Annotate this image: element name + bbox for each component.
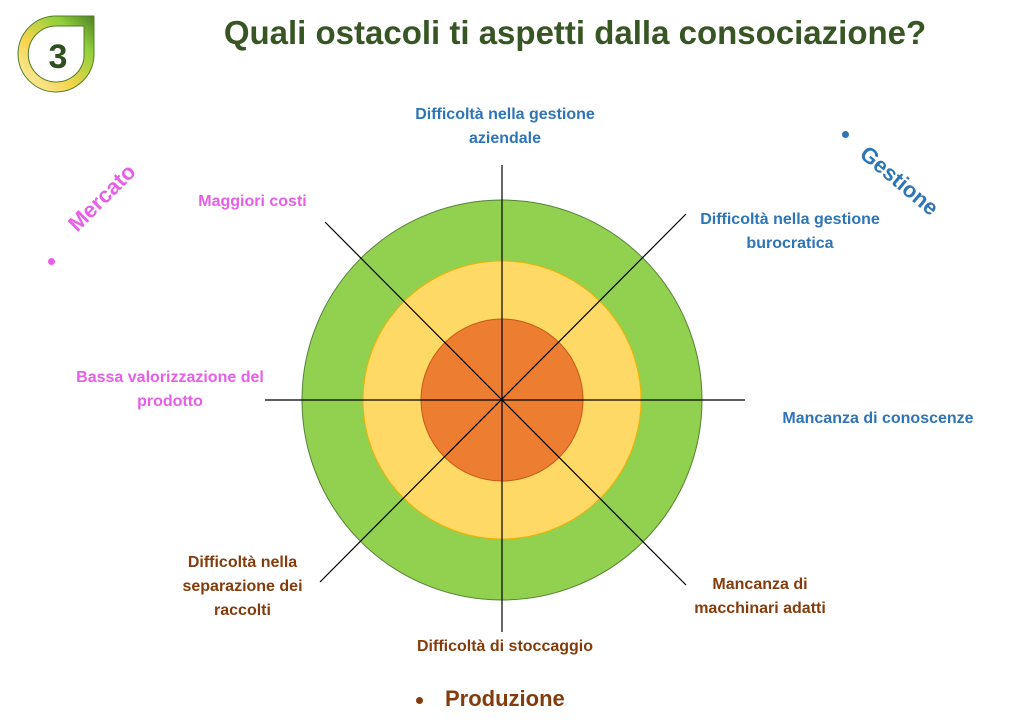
label-gestione-burocratica: Difficoltà nella gestione burocratica: [700, 211, 880, 252]
bullet-gestione: [842, 131, 849, 138]
axis-diag-1: [324, 221, 687, 586]
leaf-badge-icon: [17, 15, 95, 93]
label-mancanza-conoscenze: Mancanza di conoscenze: [782, 410, 974, 427]
slide-number: 3: [48, 38, 68, 76]
label-maggiori-costi: Maggiori costi: [198, 193, 307, 210]
label-stoccaggio: Difficoltà di stoccaggio: [416, 638, 593, 655]
label-separazione-raccolti: Difficoltà nella separazione dei raccolt…: [182, 554, 303, 619]
slide-title: Quali ostacoli ti aspetti dalla consocia…: [223, 14, 927, 51]
label-mancanza-macchinari: Mancanza di macchinari adatti: [694, 576, 826, 617]
category-produzione: Produzione: [445, 686, 565, 711]
bullet-mercato: [48, 258, 55, 265]
label-gestione-aziendale: Difficoltà nella gestione aziendale: [415, 106, 595, 147]
bullet-produzione: [416, 697, 423, 704]
axis-diag-2: [319, 213, 687, 583]
label-bassa-valorizzazione: Bassa valorizzazione del prodotto: [76, 369, 264, 410]
slide-number-badge: 3: [14, 14, 98, 94]
